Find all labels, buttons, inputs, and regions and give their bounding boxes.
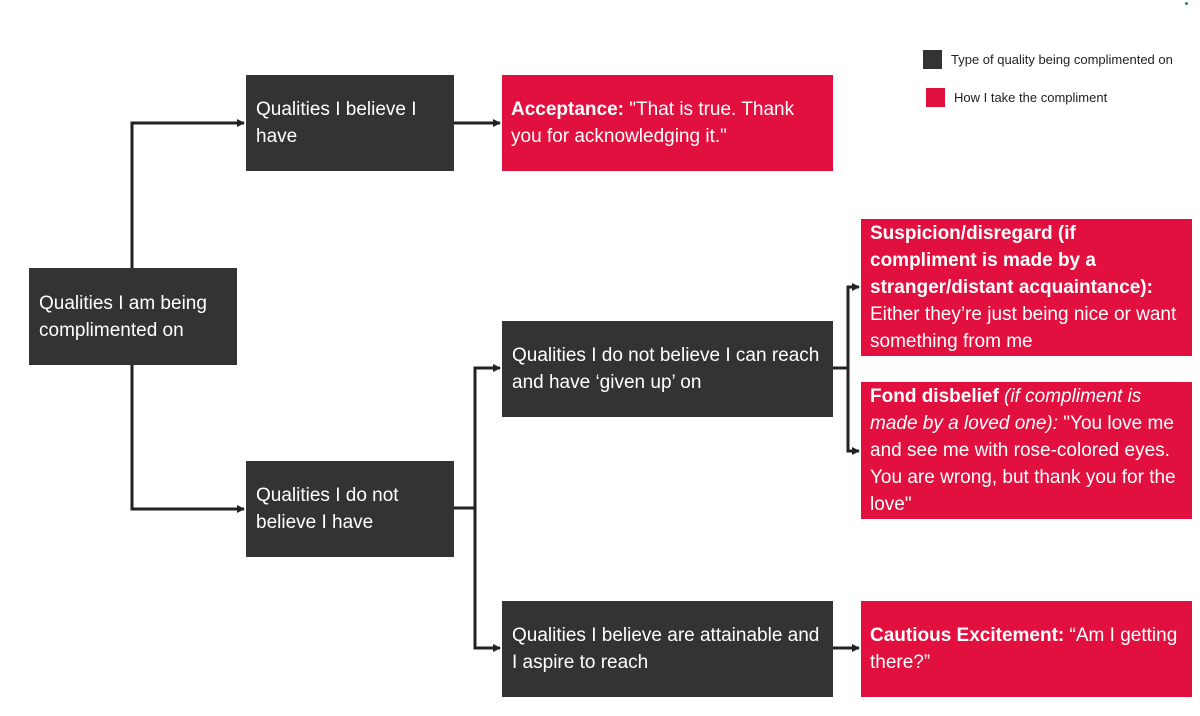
node-text: Acceptance: "That is true. Thank you for…: [511, 96, 824, 150]
node-body: “Am I getting there?”: [870, 625, 1178, 673]
node-qualities-believe-have: Qualities I believe I have: [246, 75, 454, 171]
node-qualities-not-believe-have: Qualities I do not believe I have: [246, 461, 454, 557]
node-qualities-attainable: Qualities I believe are attainable and I…: [502, 601, 833, 697]
legend-label: Type of quality being complimented on: [951, 52, 1173, 67]
node-body: "You love me and see me with rose-colore…: [870, 413, 1176, 515]
legend-swatch-response: [926, 88, 945, 107]
node-suspicion-disregard: Suspicion/disregard (if compliment is ma…: [861, 219, 1192, 356]
node-title: Cautious Excitement:: [870, 625, 1065, 646]
node-text: Qualities I do not believe I can reach a…: [512, 345, 820, 393]
node-qualities-given-up: Qualities I do not believe I can reach a…: [502, 321, 833, 417]
node-text: Fond disbelief (if compliment is made by…: [870, 383, 1183, 518]
node-cautious-excitement: Cautious Excitement: “Am I getting there…: [861, 601, 1192, 697]
legend-item-response: How I take the compliment: [926, 88, 1107, 107]
node-text: Cautious Excitement: “Am I getting there…: [870, 622, 1183, 676]
node-qualities-complimented-on: Qualities I am being complimented on: [29, 268, 237, 365]
node-body: Either they’re just being nice or want s…: [870, 304, 1177, 352]
connector-not-believe-to-attainable: [473, 508, 501, 652]
connector-given-up-to-suspicion: [833, 283, 860, 370]
connector-root-to-believe-have: [130, 119, 245, 268]
connector-root-to-not-believe-have: [130, 365, 245, 513]
node-title: Fond disbelief: [870, 386, 999, 407]
node-fond-disbelief: Fond disbelief (if compliment is made by…: [861, 382, 1192, 519]
node-text: Suspicion/disregard (if compliment is ma…: [870, 220, 1183, 355]
node-body: "That is true. Thank you for acknowledgi…: [511, 99, 795, 147]
node-acceptance: Acceptance: "That is true. Thank you for…: [502, 75, 833, 171]
corner-dot: [1185, 2, 1188, 5]
node-qualifier: (if compliment is made by a loved one):: [870, 386, 1142, 434]
node-title: Suspicion/disregard (if compliment is ma…: [870, 223, 1153, 298]
node-title: Acceptance:: [511, 99, 624, 120]
legend-swatch-category: [923, 50, 942, 69]
legend-item-category: Type of quality being complimented on: [923, 50, 1173, 69]
node-text: Qualities I do not believe I have: [256, 485, 399, 533]
connector-not-believe-to-given-up: [454, 364, 501, 510]
node-text: Qualities I am being complimented on: [39, 292, 207, 341]
legend-label: How I take the compliment: [954, 90, 1108, 105]
node-text: Qualities I believe I have: [256, 99, 417, 147]
node-text: Qualities I believe are attainable and I…: [512, 625, 820, 673]
connector-given-up-to-fond-disbelief: [846, 368, 860, 455]
